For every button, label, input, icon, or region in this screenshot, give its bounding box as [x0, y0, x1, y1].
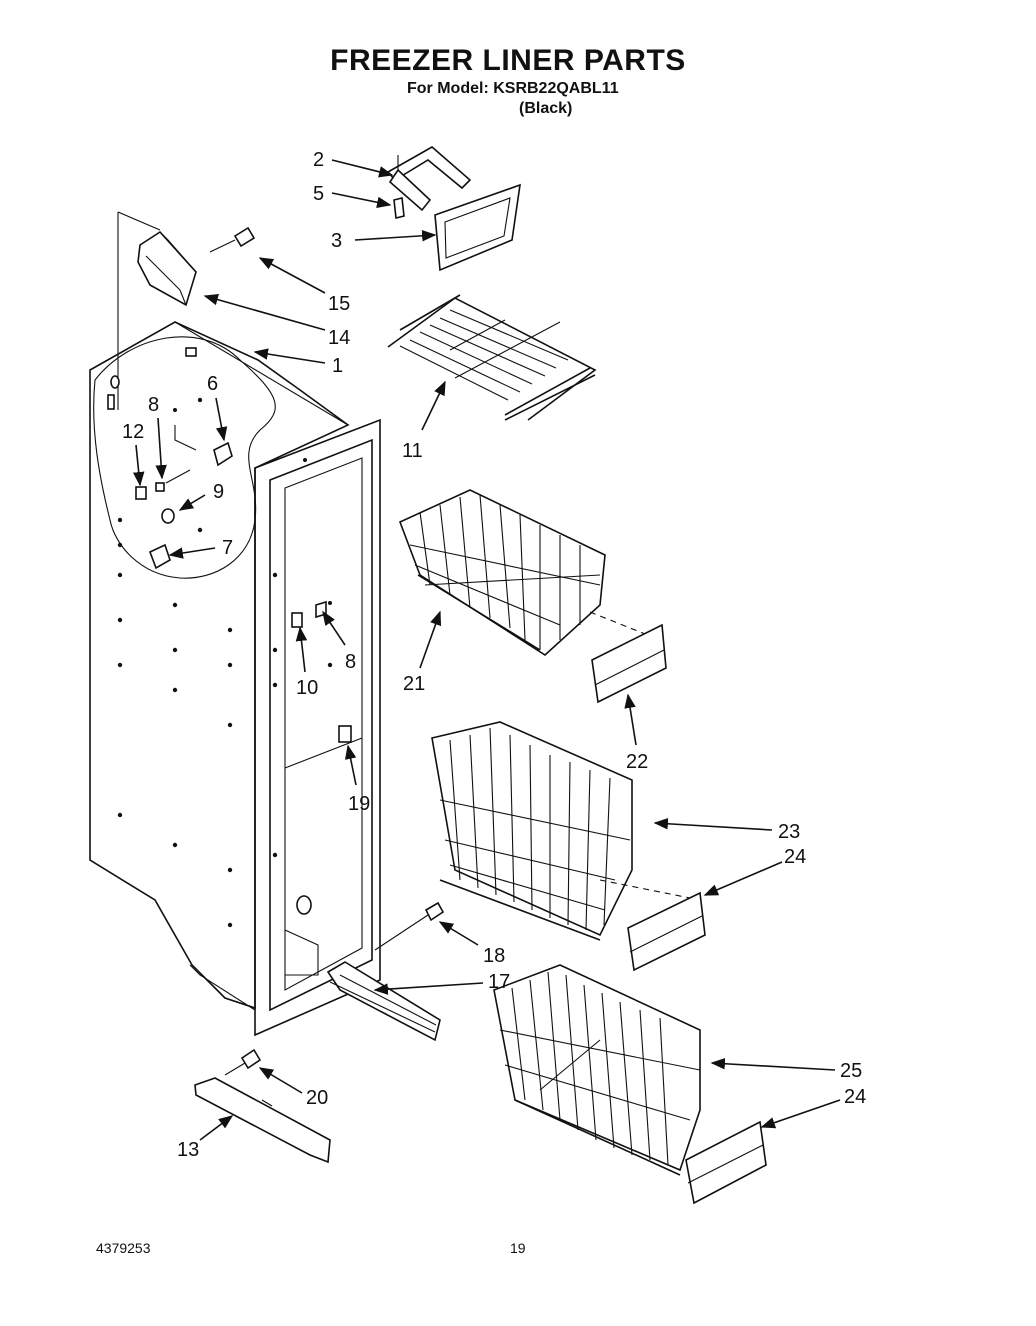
- page-title: FREEZER LINER PARTS: [330, 44, 686, 77]
- callout-13: 13: [177, 1139, 199, 1161]
- freezer-liner-body: [89, 211, 381, 1037]
- color-line: (Black): [519, 100, 573, 117]
- callout-labels: 2 5 3 15 14 1 6 8 12 9 7 11 10 8 19 21 2…: [122, 149, 866, 1161]
- page-number: 19: [510, 1240, 526, 1256]
- middle-basket: [431, 721, 701, 941]
- basket-front-22: [591, 623, 667, 704]
- callout-15: 15: [328, 293, 350, 315]
- model-line: For Model: KSRB22QABL11: [407, 80, 619, 97]
- callout-11: 11: [402, 440, 423, 462]
- basket-front-24b: [685, 1120, 767, 1205]
- callout-24-upper: 24: [784, 846, 806, 868]
- light-bracket-assembly: [386, 146, 521, 272]
- screw-20: [224, 1048, 262, 1076]
- hinge-assembly: [137, 226, 256, 307]
- bracket-13: [194, 1077, 331, 1164]
- screw-18: [374, 901, 445, 951]
- callout-24-lower: 24: [844, 1086, 866, 1108]
- callout-1: 1: [332, 355, 343, 377]
- callout-8-upper: 8: [148, 394, 159, 416]
- callout-18: 18: [483, 945, 505, 967]
- callout-23: 23: [778, 821, 800, 843]
- callout-10: 10: [296, 677, 318, 699]
- leader-arrows: [132, 159, 841, 1141]
- callout-19: 19: [348, 793, 370, 815]
- callout-14: 14: [328, 327, 350, 349]
- document-number: 4379253: [96, 1240, 151, 1256]
- upper-basket: [398, 489, 661, 657]
- callout-8-lower: 8: [345, 651, 356, 673]
- basket-front-24a: [627, 891, 706, 972]
- grille-17: [326, 961, 441, 1042]
- callout-9: 9: [213, 481, 224, 503]
- wire-shelf: [387, 294, 597, 421]
- callout-12: 12: [122, 421, 144, 443]
- callout-25: 25: [840, 1060, 862, 1082]
- callout-5: 5: [313, 183, 324, 205]
- callout-22: 22: [626, 751, 648, 773]
- callout-17: 17: [488, 971, 510, 993]
- callout-6: 6: [207, 373, 218, 395]
- callout-21: 21: [403, 673, 425, 695]
- callout-2: 2: [313, 149, 324, 171]
- callout-20: 20: [306, 1087, 328, 1109]
- callout-3: 3: [331, 230, 342, 252]
- lower-basket: [493, 964, 701, 1176]
- callout-7: 7: [222, 537, 233, 559]
